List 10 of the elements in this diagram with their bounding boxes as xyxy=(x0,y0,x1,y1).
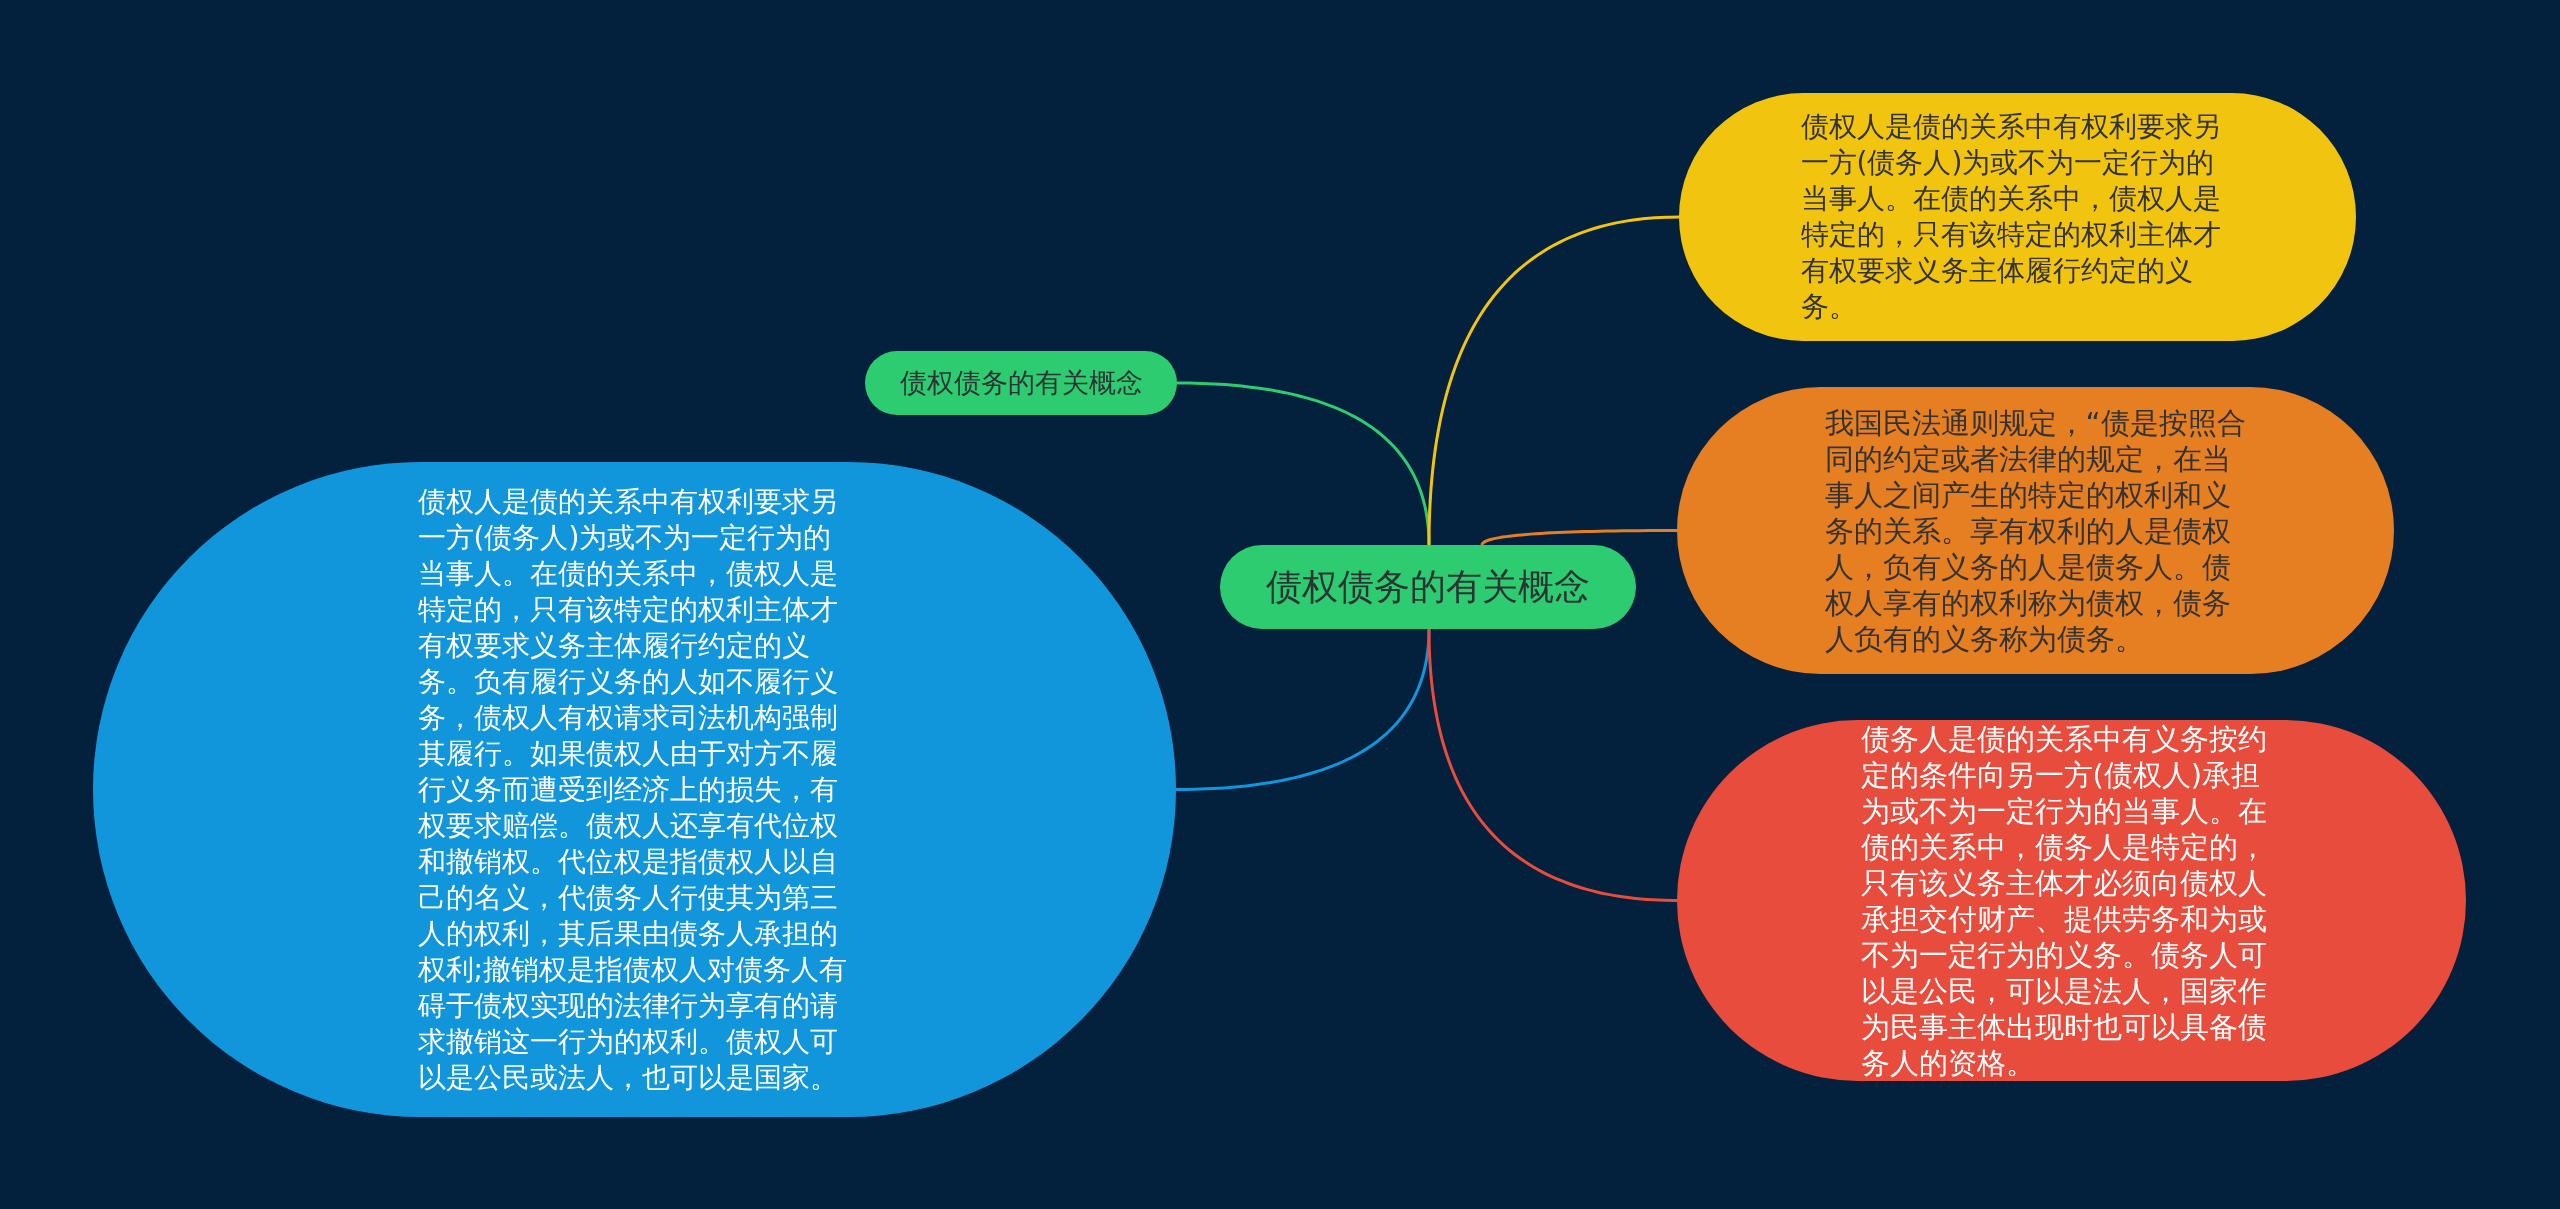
branch-line xyxy=(1427,629,1677,902)
topic-text: 债权人是债的关系中有权利要求另一方(债务人)为或不为一定行为的当事人。在债的关系中，债权人是特定的，只有该特定的权利主体才有权要求义务主体履行约定的义务。 xyxy=(1800,109,2222,325)
branch-line xyxy=(1480,529,1677,546)
topic-text: 债权债务的有关概念 xyxy=(1266,569,1590,605)
topic-text: 我国民法通则规定，“债是按照合同的约定或者法律的规定，在当事人之间产生的特定的权利和义务的关系。享有权利的人是债权人，负有义务的人是债务人。债权人享有的权利称为债权，债务人负有的义务称为债务。 xyxy=(1824,404,2247,657)
branch-line xyxy=(1427,215,1679,545)
topic-text: 债权债务的有关概念 xyxy=(899,366,1143,400)
topic-text: 债权人是债的关系中有权利要求另一方(债务人)为或不为一定行为的当事人。在债的关系中，债权人是特定的，只有该特定的权利主体才有权要求义务主体履行约定的义务。负有履行义务的人如不履行义务，债权人有权请求司法机构强制其履行。如果债权人由于对方不履行义务而遭受到经济上的损失，有权要求赔偿。债权人还享有代位权和撤销权。代位权是指债权人以自己的名义，代债务人行使其为第三人的权利，其后果由债务人承担的权利;撤销权是指债权人对债务人有碍于债权实现的法律行为享有的请求撤销这一行为的权利。债权人可以是公民或法人，也可以是国家。 xyxy=(417,483,848,1096)
branch-line xyxy=(1176,628,1431,791)
topic-text: 债务人是债的关系中有义务按约定的条件向另一方(债权人)承担为或不为一定行为的当事人。在债的关系中，债务人是特定的，只有该义务主体才必须向债权人承担交付财产、提供劳务和为或不为一定行为的义务。债务人可以是公民，可以是法人，国家作为民事主体出现时也可以具备债务人的资格。 xyxy=(1860,720,2268,1081)
